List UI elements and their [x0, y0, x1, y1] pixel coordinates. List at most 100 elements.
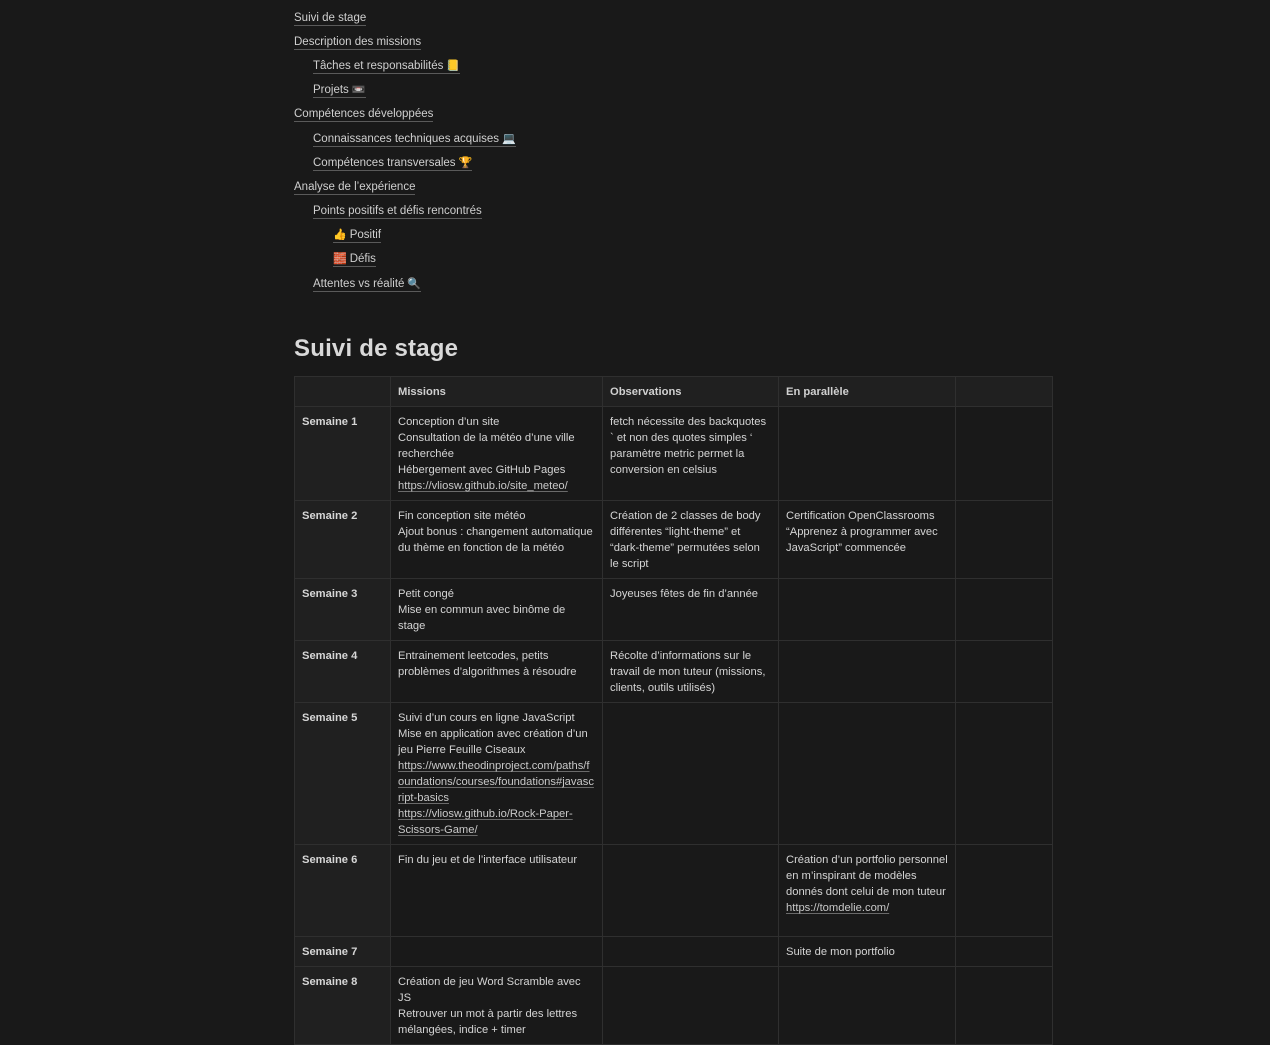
toc-link[interactable]: Attentes vs réalité🔍 — [313, 277, 422, 292]
toc-item-projets[interactable]: Projets📼 — [294, 79, 1054, 103]
week-cell[interactable]: Semaine 4 — [294, 640, 391, 704]
toc-emoji-icon: 🏆 — [458, 156, 473, 169]
cell-text: Retrouver un mot à partir des lettres mé… — [398, 1008, 578, 1037]
week-cell[interactable]: Semaine 1 — [294, 406, 391, 502]
week-cell[interactable]: Semaine 7 — [294, 936, 391, 968]
empty-cell[interactable] — [955, 702, 1053, 846]
empty-cell[interactable] — [955, 500, 1053, 580]
toc-item-suivi-de-stage[interactable]: Suivi de stage — [294, 6, 1054, 30]
cell-link[interactable]: https://tomdelie.com/ — [786, 902, 890, 915]
toc-item-defis[interactable]: 🧱Défis — [294, 248, 1054, 272]
parallel-cell[interactable] — [778, 578, 956, 642]
cell-text: Certification OpenClassrooms “Apprenez à… — [786, 510, 938, 555]
cell-text: Fin du jeu et de l’interface utilisateur — [398, 854, 578, 867]
toc-link[interactable]: Connaissances techniques acquises💻 — [313, 132, 516, 147]
empty-cell[interactable] — [955, 578, 1053, 642]
header-cell-parallel[interactable]: En parallèle — [778, 376, 956, 408]
cell-text: Consultation de la météo d’une ville rec… — [398, 432, 575, 461]
toc-link[interactable]: Description des missions — [294, 35, 422, 50]
cell-link[interactable]: https://www.theodinproject.com/paths/fou… — [398, 760, 594, 805]
toc-link[interactable]: Projets📼 — [313, 83, 366, 99]
toc-label: Connaissances techniques acquises — [313, 132, 500, 145]
toc-link[interactable]: Points positifs et défis rencontrés — [313, 204, 482, 220]
toc-label: Positif — [349, 229, 382, 242]
parallel-cell[interactable] — [778, 702, 956, 846]
empty-cell[interactable] — [955, 406, 1053, 502]
observations-cell[interactable] — [602, 966, 779, 1045]
toc-label: Tâches et responsabilités — [313, 59, 444, 72]
toc-link[interactable]: Compétences transversales🏆 — [313, 156, 473, 171]
empty-cell[interactable] — [955, 966, 1053, 1045]
parallel-cell[interactable]: Création d’un portfolio personnel en m’i… — [778, 844, 956, 938]
missions-cell[interactable]: Entrainement leetcodes, petits problèmes… — [390, 640, 603, 704]
observations-cell[interactable] — [602, 936, 779, 968]
cell-text: Conception d’un site — [398, 416, 500, 429]
toc-item-competences-developpees[interactable]: Compétences développées — [294, 103, 1054, 127]
cell-text: Récolte d’informations sur le travail de… — [610, 650, 766, 695]
missions-cell[interactable]: Création de jeu Word Scramble avec JS Ret… — [390, 966, 603, 1045]
header-cell-missions[interactable]: Missions — [390, 376, 603, 408]
week-cell[interactable]: Semaine 6 — [294, 844, 391, 938]
toc-item-points-positifs-et-defis-rencontres[interactable]: Points positifs et défis rencontrés — [294, 200, 1054, 224]
observations-cell[interactable] — [602, 844, 779, 938]
toc-link[interactable]: Compétences développées — [294, 107, 434, 123]
toc-link[interactable]: 👍Positif — [333, 228, 382, 244]
toc-label: Compétences développées — [294, 108, 434, 121]
page-heading: Suivi de stage — [294, 335, 459, 363]
missions-cell[interactable]: Fin du jeu et de l’interface utilisateur — [390, 844, 603, 938]
toc-item-connaissances-techniques-acquises[interactable]: Connaissances techniques acquises💻 — [294, 127, 1054, 151]
cell-text: Création de 2 classes de body différente… — [610, 510, 761, 571]
toc-item-attentes-vs-realite[interactable]: Attentes vs réalité🔍 — [294, 272, 1054, 296]
parallel-cell[interactable]: Suite de mon portfolio — [778, 936, 956, 968]
week-cell[interactable]: Semaine 8 — [294, 966, 391, 1045]
cell-link[interactable]: https://vliosw.github.io/Rock-Paper-Scis… — [398, 808, 573, 837]
missions-cell[interactable] — [390, 936, 603, 968]
parallel-cell[interactable] — [778, 640, 956, 704]
toc-emoji-icon: 💻 — [502, 132, 516, 145]
toc-link[interactable]: Analyse de l’expérience — [294, 180, 416, 195]
toc-item-description-des-missions[interactable]: Description des missions — [294, 30, 1054, 54]
parallel-cell[interactable]: Certification OpenClassrooms “Apprenez à… — [778, 500, 956, 580]
empty-cell[interactable] — [955, 640, 1053, 704]
toc-label: Compétences transversales — [313, 156, 456, 169]
header-cell-empty[interactable] — [955, 376, 1053, 408]
toc-item-analyse-de-l-experience[interactable]: Analyse de l’expérience — [294, 175, 1054, 199]
toc-emoji-icon: 👍 — [333, 229, 347, 242]
empty-cell[interactable] — [955, 936, 1053, 968]
parallel-cell[interactable] — [778, 406, 956, 502]
toc-item-positif[interactable]: 👍Positif — [294, 224, 1054, 248]
toc-item-taches-et-responsabilites[interactable]: Tâches et responsabilités📒 — [294, 54, 1054, 78]
toc-link[interactable]: Suivi de stage — [294, 11, 367, 26]
parallel-cell[interactable] — [778, 966, 956, 1045]
empty-cell[interactable] — [955, 844, 1053, 938]
cell-text: Ajout bonus : changement automatique du … — [398, 526, 593, 555]
observations-cell[interactable]: Récolte d’informations sur le travail de… — [602, 640, 779, 704]
observations-cell[interactable]: Création de 2 classes de body différente… — [602, 500, 779, 580]
cell-text: Mise en commun avec binôme de stage — [398, 604, 566, 633]
header-cell-week[interactable] — [294, 376, 391, 408]
toc-link[interactable]: Tâches et responsabilités📒 — [313, 59, 461, 74]
observations-cell[interactable]: Joyeuses fêtes de fin d’année — [602, 578, 779, 642]
toc-label: Description des missions — [294, 35, 422, 48]
toc-link[interactable]: 🧱Défis — [333, 252, 376, 268]
cell-text: Hébergement avec GitHub Pages — [398, 464, 566, 477]
week-cell[interactable]: Semaine 3 — [294, 578, 391, 642]
observations-cell[interactable] — [602, 702, 779, 846]
cell-text: Création de jeu Word Scramble avec JS — [398, 976, 581, 1005]
cell-link[interactable]: https://vliosw.github.io/site_meteo/ — [398, 480, 568, 493]
table-row: Semaine 6 Fin du jeu et de l’interface ut… — [294, 844, 1053, 938]
week-cell[interactable]: Semaine 5 — [294, 702, 391, 846]
observations-cell[interactable]: fetch nécessite des backquotes ` et non … — [602, 406, 779, 502]
toc-item-competences-transversales[interactable]: Compétences transversales🏆 — [294, 151, 1054, 175]
week-cell[interactable]: Semaine 2 — [294, 500, 391, 580]
header-cell-observations[interactable]: Observations — [602, 376, 779, 408]
